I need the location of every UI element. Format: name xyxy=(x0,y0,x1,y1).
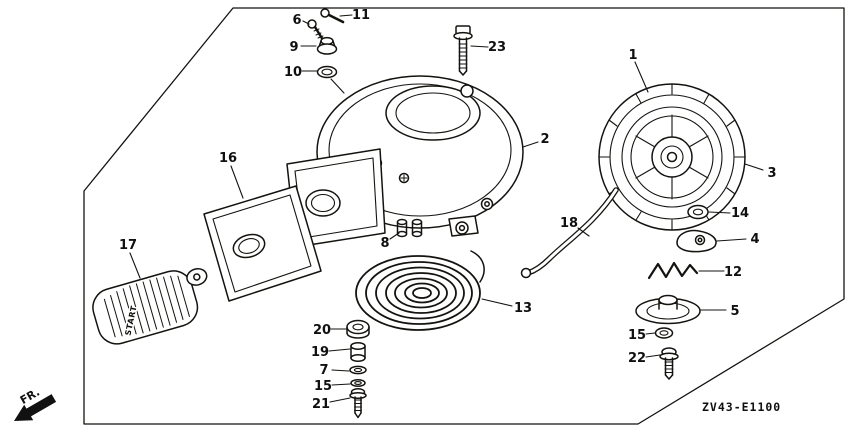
part-return-plate-5 xyxy=(635,294,701,325)
callout-20: 20 xyxy=(313,323,331,338)
callout-14: 14 xyxy=(731,206,749,221)
part-washer-15-right xyxy=(654,327,674,339)
callout-3: 3 xyxy=(767,166,776,181)
part-air-guide-plate-16 xyxy=(203,185,322,302)
callout-8: 8 xyxy=(380,236,389,251)
callout-22: 22 xyxy=(628,351,646,366)
callout-18: 18 xyxy=(560,216,578,231)
part-washer-15-left xyxy=(350,379,366,387)
part-cap-9 xyxy=(316,36,338,55)
part-grommet-20 xyxy=(346,319,370,339)
part-bushing-14 xyxy=(687,204,709,220)
part-starter-reel xyxy=(598,83,746,231)
callout-6: 6 xyxy=(292,13,301,28)
part-bolt-6 xyxy=(307,19,325,42)
part-ratchet-4 xyxy=(676,229,717,253)
callout-15-right: 15 xyxy=(628,328,646,343)
callout-19: 19 xyxy=(311,345,329,360)
callout-23: 23 xyxy=(488,40,506,55)
part-friction-spring-12 xyxy=(647,261,699,280)
part-bolt-23 xyxy=(453,25,473,76)
part-recoil-starter-cover xyxy=(286,75,524,248)
diagram-border xyxy=(83,7,845,425)
part-pin-11 xyxy=(320,8,345,24)
fr-direction-arrow: FR. xyxy=(14,385,57,421)
part-bolt-21 xyxy=(349,388,367,419)
part-starter-grip-17: START xyxy=(92,268,208,345)
part-starter-rope xyxy=(520,187,619,279)
callout-5: 5 xyxy=(730,304,739,319)
callout-21: 21 xyxy=(312,397,330,412)
callout-15-left: 15 xyxy=(314,379,332,394)
part-washer-10 xyxy=(316,65,338,79)
callout-11: 11 xyxy=(352,8,370,23)
callout-7: 7 xyxy=(319,363,328,378)
callout-17: 17 xyxy=(119,238,137,253)
callout-1: 1 xyxy=(628,48,637,63)
fr-arrow-icon xyxy=(14,394,57,421)
leader-lines xyxy=(129,14,764,403)
callout-16: 16 xyxy=(219,151,237,166)
part-bolt-22 xyxy=(659,347,679,380)
callout-10: 10 xyxy=(284,65,302,80)
part-recoil-spring-13 xyxy=(355,250,485,331)
callout-2: 2 xyxy=(540,132,549,147)
callout-12: 12 xyxy=(724,265,742,280)
callout-4: 4 xyxy=(750,232,759,247)
part-collar-19 xyxy=(350,342,366,362)
part-washer-7 xyxy=(349,365,367,375)
callout-9: 9 xyxy=(289,40,298,55)
callout-13: 13 xyxy=(514,301,532,316)
cover-front-plate xyxy=(286,148,386,248)
diagram-code: ZV43-E1100 xyxy=(702,400,781,414)
